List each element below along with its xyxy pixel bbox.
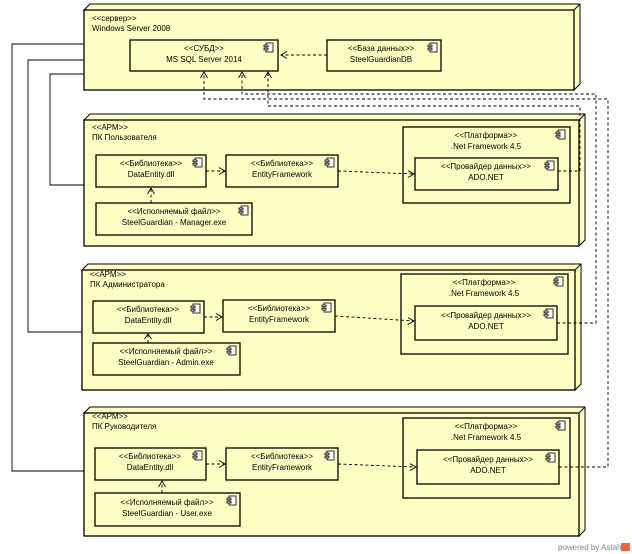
platform-stereotype: <<Платформа>> (453, 278, 516, 287)
user-dep-exe-dataentity (147, 187, 155, 203)
user-lib-dataentity[interactable]: <<Библиотека>> DataEntity.dll (95, 154, 207, 188)
dbms-component[interactable]: <<СУБД>> MS SQL Server 2014 (129, 39, 279, 72)
platform-name: .Net Framework 4.5 (451, 433, 522, 442)
dbms-stereotype: <<СУБД>> (184, 44, 224, 53)
platform-name: .Net Framework 4.5 (449, 289, 520, 298)
database-stereotype: <<База данных>> (348, 44, 415, 53)
server-stereotype: <<сервер>> (92, 14, 137, 23)
manager-dep-ef-provider (337, 463, 417, 471)
manager-pc-name: ПК Руководителя (92, 422, 156, 431)
exe-stereotype: <<Исполняемый файл>> (127, 207, 220, 216)
comm-links-left (11, 43, 84, 472)
user-lib-ef[interactable]: <<Библиотека>> EntityFramework (225, 154, 339, 188)
user-exe-manager[interactable]: <<Исполняемый файл>> SteelGuardian - Man… (95, 202, 253, 236)
manager-lib-ef[interactable]: <<Библиотека>> EntityFramework (225, 447, 339, 481)
admin-dep-exe-dataentity (144, 333, 152, 343)
provider-stereotype: <<Провайдер данных>> (441, 311, 531, 320)
platform-stereotype: <<Платформа>> (455, 422, 518, 431)
admin-pc-stereotype: <<АРМ>> (90, 270, 126, 279)
admin-exe-admin[interactable]: <<Исполняемый файл>> SteelGuardian - Adm… (92, 342, 241, 376)
astah-logo-icon (621, 543, 630, 551)
provider-stereotype: <<Провайдер данных>> (441, 162, 531, 171)
provider-name: ADO.NET (468, 173, 504, 182)
database-name: SteelGuardianDB (350, 55, 412, 64)
lib-name: EntityFramework (252, 170, 313, 179)
manager-dep-exe-dataentity (158, 480, 166, 493)
admin-provider[interactable]: <<Провайдер данных>> ADO.NET (414, 305, 558, 341)
footer-text: powered by Astah (558, 543, 622, 552)
lib-name: DataEntity.dll (127, 463, 174, 472)
database-component[interactable]: <<База данных>> SteelGuardianDB (326, 39, 442, 72)
manager-provider[interactable]: <<Провайдер данных>> ADO.NET (416, 449, 560, 485)
user-provider[interactable]: <<Провайдер данных>> ADO.NET (414, 157, 559, 191)
admin-pc-name: ПК Администратора (90, 280, 165, 289)
exe-stereotype: <<Исполняемый файл>> (120, 498, 213, 507)
lib-stereotype: <<Библиотека>> (117, 305, 180, 314)
lib-stereotype: <<Библиотека>> (120, 159, 183, 168)
user-dep-ef-provider (337, 170, 415, 178)
user-pc-stereotype: <<АРМ>> (92, 123, 128, 132)
admin-lib-ef[interactable]: <<Библиотека>> EntityFramework (222, 299, 336, 333)
lib-name: EntityFramework (249, 315, 310, 324)
provider-name: ADO.NET (470, 466, 506, 475)
provider-name: ADO.NET (468, 322, 504, 331)
provider-stereotype: <<Провайдер данных>> (443, 455, 533, 464)
lib-stereotype: <<Библиотека>> (251, 159, 314, 168)
server-name: Windows Server 2008 (92, 24, 171, 33)
lib-stereotype: <<Библиотека>> (119, 452, 182, 461)
platform-stereotype: <<Платформа>> (455, 131, 518, 140)
provider-to-dbms-deps (200, 71, 609, 468)
lib-name: EntityFramework (252, 463, 313, 472)
exe-name: SteelGuardian - Manager.exe (122, 218, 227, 227)
user-pc-name: ПК Пользователя (92, 133, 157, 142)
dependency-db-to-dbms (280, 51, 327, 59)
admin-dep-ef-provider (334, 315, 415, 325)
dbms-name: MS SQL Server 2014 (166, 55, 242, 64)
admin-lib-dataentity[interactable]: <<Библиотека>> DataEntity.dll (92, 300, 205, 334)
astah-footer: powered by Astah (558, 543, 630, 552)
lib-stereotype: <<Библиотека>> (251, 452, 314, 461)
manager-exe-user[interactable]: <<Исполняемый файл>> SteelGuardian - Use… (94, 492, 241, 527)
exe-stereotype: <<Исполняемый файл>> (119, 347, 212, 356)
exe-name: SteelGuardian - User.exe (122, 509, 212, 518)
platform-name: .Net Framework 4.5 (451, 142, 522, 151)
lib-stereotype: <<Библиотека>> (248, 304, 311, 313)
manager-lib-dataentity[interactable]: <<Библиотека>> DataEntity.dll (94, 447, 207, 481)
manager-pc-stereotype: <<АРМ>> (92, 412, 128, 421)
manager-dep-dataentity-ef (206, 460, 226, 468)
lib-name: DataEntity.dll (125, 316, 172, 325)
exe-name: SteelGuardian - Admin.exe (118, 358, 214, 367)
admin-dep-dataentity-ef (204, 313, 223, 321)
lib-name: DataEntity.dll (128, 170, 175, 179)
user-dep-dataentity-ef (206, 167, 226, 175)
